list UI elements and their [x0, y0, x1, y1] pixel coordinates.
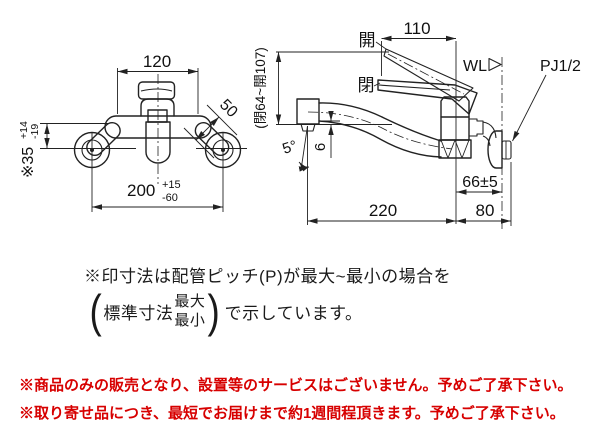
- closed-label: 閉: [358, 76, 375, 95]
- note-min-label: 最小: [174, 312, 206, 329]
- dim-120-label: 120: [143, 52, 171, 71]
- note-paren-open: (: [89, 285, 102, 337]
- purchase-disclaimers: ※商品のみの販売となり、設置等のサービスはございません。予めご了承下さい。 ※取…: [19, 372, 573, 428]
- note-paren-close: ): [207, 285, 221, 337]
- svg-text:-60: -60: [162, 192, 178, 204]
- svg-text:※35: ※35: [20, 147, 37, 178]
- dim-220-label: 220: [369, 201, 397, 220]
- note-max-label: 最大: [174, 293, 206, 310]
- svg-text:5°: 5°: [280, 137, 299, 158]
- note-line1: ※印寸法は配管ピッチ(P)が最大~最小の場合を: [84, 267, 452, 286]
- open-label: 開: [359, 31, 376, 50]
- disclaimer-line1: ※商品のみの販売となり、設置等のサービスはございません。予めご了承下さい。: [19, 377, 573, 394]
- note-line2: ( 標準寸法 最大 最小 ) で示しています。: [88, 288, 451, 334]
- dim-6-label: 6: [312, 143, 329, 151]
- note-line2-suffix: で示しています。: [224, 303, 363, 323]
- dim-66-label: 66±5: [462, 174, 498, 191]
- wall-line-label: WL: [463, 58, 487, 75]
- front-view-drawing: 120 ※35 +14 -19 200 +15 -60 50: [18, 52, 247, 212]
- note-max-min-stack: 最大 最小: [174, 292, 205, 330]
- dim-80-label: 80: [476, 201, 495, 220]
- angle-5deg-label: 5°: [280, 137, 299, 158]
- pipe-thread-label: PJ1/2: [540, 58, 581, 75]
- dim-offset35-label: ※35 +14 -19: [18, 121, 41, 178]
- svg-text:(閉64~開107): (閉64~開107): [253, 47, 268, 128]
- disclaimer-line2: ※取り寄せ品につき、最短でお届けまで約1週間程頂きます。予めご了承下さい。: [19, 405, 565, 422]
- wall-line-triangle-icon: [488, 57, 502, 72]
- svg-text:6: 6: [312, 143, 329, 151]
- svg-text:+14: +14: [18, 121, 30, 139]
- handle-range-label: (閉64~開107): [253, 47, 268, 128]
- svg-text:-19: -19: [29, 124, 41, 139]
- note-standard-label: 標準寸法: [103, 303, 174, 323]
- dimension-note: ※印寸法は配管ピッチ(P)が最大~最小の場合を ( 標準寸法 最大 最小 ) で…: [84, 262, 451, 334]
- svg-text:200: 200: [127, 181, 155, 200]
- dim-pitch200-label: 200 +15 -60: [127, 179, 181, 204]
- side-view-drawing: (閉64~開107) 110 開 閉: [253, 19, 581, 231]
- technical-drawing: 120 ※35 +14 -19 200 +15 -60 50: [18, 19, 581, 231]
- svg-text:+15: +15: [162, 179, 181, 191]
- dim-110-label: 110: [403, 19, 430, 38]
